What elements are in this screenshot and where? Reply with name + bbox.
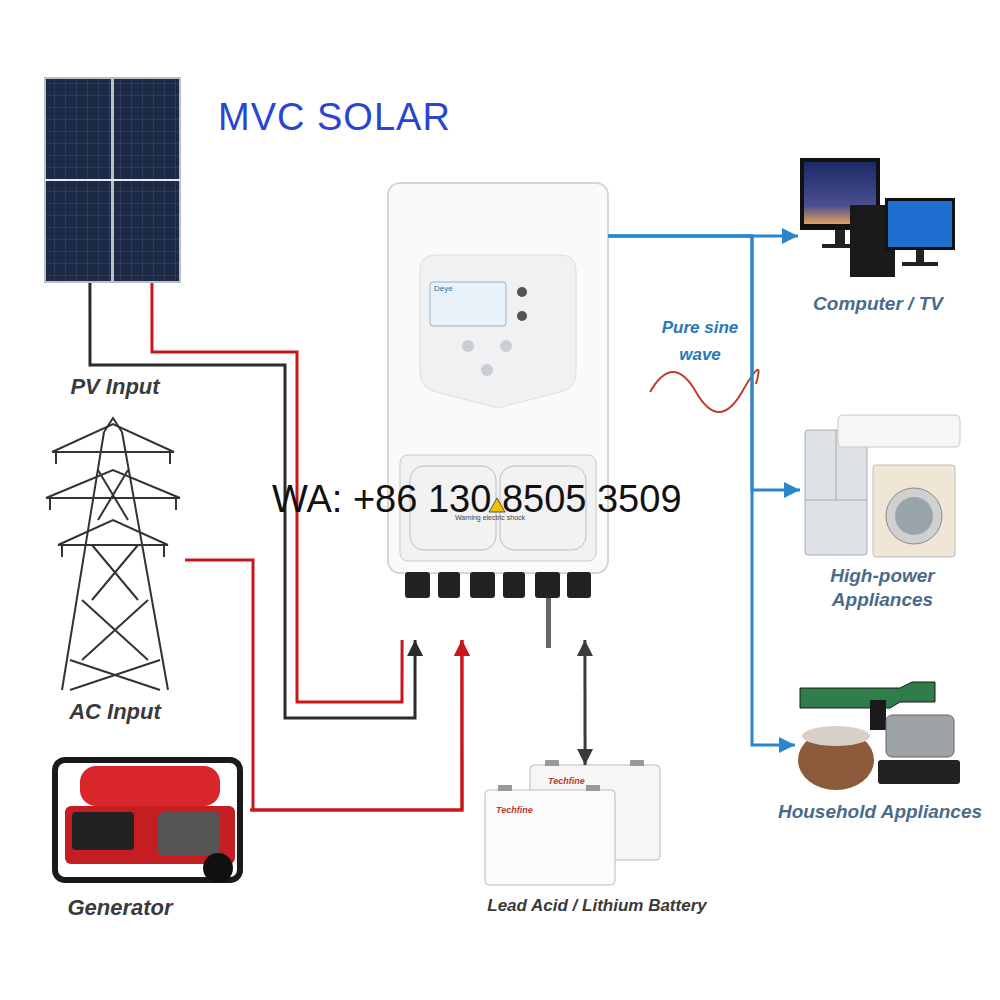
monitor-base bbox=[902, 262, 938, 266]
generator-wheel bbox=[203, 853, 233, 883]
fuel-tank bbox=[80, 766, 220, 806]
lcd-screen bbox=[430, 282, 506, 326]
computer-art bbox=[800, 158, 955, 277]
node-label: AC Input bbox=[20, 699, 210, 725]
monitor-screen bbox=[888, 201, 952, 247]
pylon-legs bbox=[62, 418, 168, 690]
battery-terminal bbox=[498, 785, 512, 791]
pv-input-node: PV Input bbox=[45, 78, 185, 283]
inverter-node: DeyeWarning electric shock bbox=[388, 183, 608, 640]
generator-body bbox=[65, 806, 235, 864]
battery-terminal bbox=[545, 760, 559, 766]
arrow-head bbox=[784, 482, 800, 498]
connector-line bbox=[185, 560, 462, 810]
stove bbox=[878, 760, 960, 784]
pylon-insulators bbox=[50, 452, 176, 557]
control-panel bbox=[72, 812, 134, 850]
appliance-node: Computer / TV bbox=[798, 155, 958, 277]
cable-gland bbox=[535, 572, 560, 598]
arrow-head bbox=[779, 737, 795, 753]
cable-gland bbox=[567, 572, 591, 598]
button bbox=[500, 340, 512, 352]
display-panel bbox=[420, 255, 576, 408]
power-connector bbox=[185, 560, 470, 810]
node-label: Household Appliances bbox=[775, 800, 985, 824]
arrow-head bbox=[577, 749, 593, 765]
cable-gland bbox=[405, 572, 430, 598]
battery-terminal bbox=[630, 760, 644, 766]
washer-door bbox=[886, 488, 942, 544]
battery-cable bbox=[546, 598, 551, 648]
pylon-arms bbox=[46, 424, 180, 545]
solar-panel-art bbox=[45, 78, 180, 282]
generator-art bbox=[55, 760, 240, 883]
monitor-stand bbox=[916, 250, 924, 262]
monitor-stand bbox=[835, 230, 845, 244]
power-connector bbox=[250, 640, 470, 810]
indicator bbox=[517, 311, 527, 321]
fridge-door bbox=[805, 500, 867, 501]
arrow-head bbox=[407, 640, 423, 656]
connector-line bbox=[250, 640, 462, 810]
air-conditioner bbox=[838, 415, 960, 447]
appliance-art bbox=[805, 415, 960, 557]
node-label: PV Input bbox=[20, 374, 210, 400]
inverter-art bbox=[388, 183, 608, 648]
power-connector bbox=[577, 640, 593, 765]
indicator bbox=[517, 287, 527, 297]
button bbox=[481, 364, 493, 376]
arrow-head bbox=[454, 640, 470, 656]
node-label: Generator bbox=[25, 895, 215, 921]
household-art bbox=[798, 682, 960, 790]
pot bbox=[886, 715, 954, 757]
fridge-door bbox=[836, 430, 837, 500]
node-label: Computer / TV bbox=[768, 292, 988, 315]
brand-watermark: MVC SOLAR bbox=[218, 94, 451, 140]
pylon-art bbox=[46, 418, 180, 690]
waveform-label: Pure sine wave bbox=[645, 314, 755, 368]
node-label: Deye bbox=[434, 284, 474, 294]
washer-glass bbox=[895, 497, 933, 535]
contact-watermark: WA: +86 130 8505 3509 bbox=[272, 476, 682, 522]
cable-gland bbox=[438, 572, 460, 598]
arrow-head bbox=[454, 640, 470, 656]
battery-brand: Techfine bbox=[548, 776, 585, 787]
appliance-node: Household Appliances bbox=[795, 672, 965, 794]
power-connector bbox=[608, 236, 800, 498]
battery bbox=[485, 790, 615, 885]
cable-gland bbox=[470, 572, 495, 598]
appliance-node: High-power Appliances bbox=[800, 412, 965, 557]
generator-node: Generator bbox=[45, 752, 250, 887]
battery-terminal bbox=[586, 785, 600, 791]
battery-brand: Techfine bbox=[496, 805, 533, 816]
battery-art bbox=[485, 760, 660, 885]
fridge bbox=[805, 430, 867, 555]
node-label: High-power Appliances bbox=[780, 564, 985, 612]
cooker-lid bbox=[802, 726, 870, 746]
ac-input-node: AC Input bbox=[45, 420, 185, 690]
panel-split bbox=[45, 179, 180, 181]
arrow-head bbox=[782, 228, 798, 244]
engine-block bbox=[158, 812, 220, 856]
drill-handle bbox=[870, 700, 886, 730]
sine-wave bbox=[650, 370, 759, 412]
connector-line bbox=[608, 236, 800, 490]
washing-machine bbox=[873, 465, 955, 557]
cable-gland bbox=[503, 572, 525, 598]
monitor bbox=[885, 198, 955, 250]
pylon-bracing bbox=[70, 470, 160, 690]
drill bbox=[800, 682, 935, 708]
button bbox=[462, 340, 474, 352]
connector-line bbox=[583, 640, 586, 765]
arrow-head bbox=[577, 640, 593, 656]
node-label: Lead Acid / Lithium Battery bbox=[430, 896, 764, 916]
